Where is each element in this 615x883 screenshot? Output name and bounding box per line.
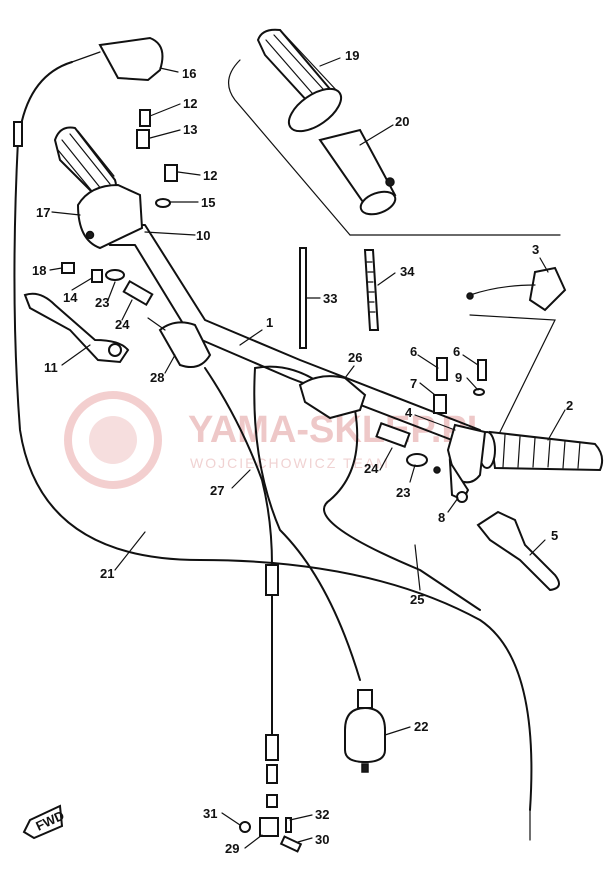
callout-23a: 23 (95, 295, 109, 310)
callout-17: 17 (36, 205, 50, 220)
callout-1: 1 (266, 315, 273, 330)
callout-34: 34 (400, 264, 415, 279)
callout-16: 16 (182, 66, 196, 81)
callout-5: 5 (551, 528, 558, 543)
callout-labels: 1 2 3 4 5 6 6 7 8 9 10 11 12 12 13 14 15… (32, 48, 573, 856)
callout-28: 28 (150, 370, 164, 385)
switch-leader (469, 314, 556, 433)
callout-9: 9 (455, 370, 462, 385)
callout-4: 4 (405, 405, 413, 420)
cable-end-hardware (239, 817, 303, 853)
callout-18: 18 (32, 263, 46, 278)
callout-7: 7 (410, 376, 417, 391)
callout-31: 31 (203, 806, 217, 821)
right-lever (476, 510, 560, 592)
watermark-logo (64, 391, 162, 489)
kill-switch (466, 266, 567, 312)
left-lever (23, 292, 130, 364)
callout-24b: 24 (364, 461, 379, 476)
callout-27: 27 (210, 483, 224, 498)
grip-inset (228, 28, 561, 236)
callout-10: 10 (196, 228, 210, 243)
callout-13: 13 (183, 122, 197, 137)
callout-29: 29 (225, 841, 239, 856)
callout-6b: 6 (453, 344, 460, 359)
callout-19: 19 (345, 48, 359, 63)
callout-25: 25 (410, 592, 424, 607)
callout-33: 33 (323, 291, 337, 306)
callout-12b: 12 (203, 168, 217, 183)
callout-22: 22 (414, 719, 428, 734)
right-hardware (433, 357, 487, 414)
clutch-cable (13, 61, 533, 841)
right-perch (446, 423, 487, 503)
callout-30: 30 (315, 832, 329, 847)
callout-2: 2 (566, 398, 573, 413)
callout-3: 3 (532, 242, 539, 257)
throttle-housing (71, 36, 164, 82)
callout-14: 14 (63, 290, 78, 305)
callout-11: 11 (44, 360, 58, 375)
callout-8: 8 (438, 510, 445, 525)
throttle-cable (204, 367, 279, 808)
callout-21: 21 (100, 566, 114, 581)
callout-23b: 23 (396, 485, 410, 500)
brake-cable (253, 365, 481, 681)
callout-24a: 24 (115, 317, 130, 332)
leader-lines (49, 57, 566, 849)
callout-26: 26 (348, 350, 362, 365)
callout-15: 15 (201, 195, 215, 210)
watermark-subtitle: WOJCIECHOWICZ TEAM (190, 455, 390, 471)
adjuster-sleeve (147, 317, 212, 368)
right-adjuster (375, 422, 441, 474)
cable-straps (299, 247, 380, 349)
callout-32: 32 (315, 807, 329, 822)
callout-6a: 6 (410, 344, 417, 359)
right-grip (478, 430, 604, 472)
left-switch-housing (76, 183, 144, 250)
callout-12a: 12 (183, 96, 197, 111)
forward-direction-marker: FWD (22, 804, 67, 840)
callout-20: 20 (395, 114, 409, 129)
sender-unit (344, 689, 386, 773)
